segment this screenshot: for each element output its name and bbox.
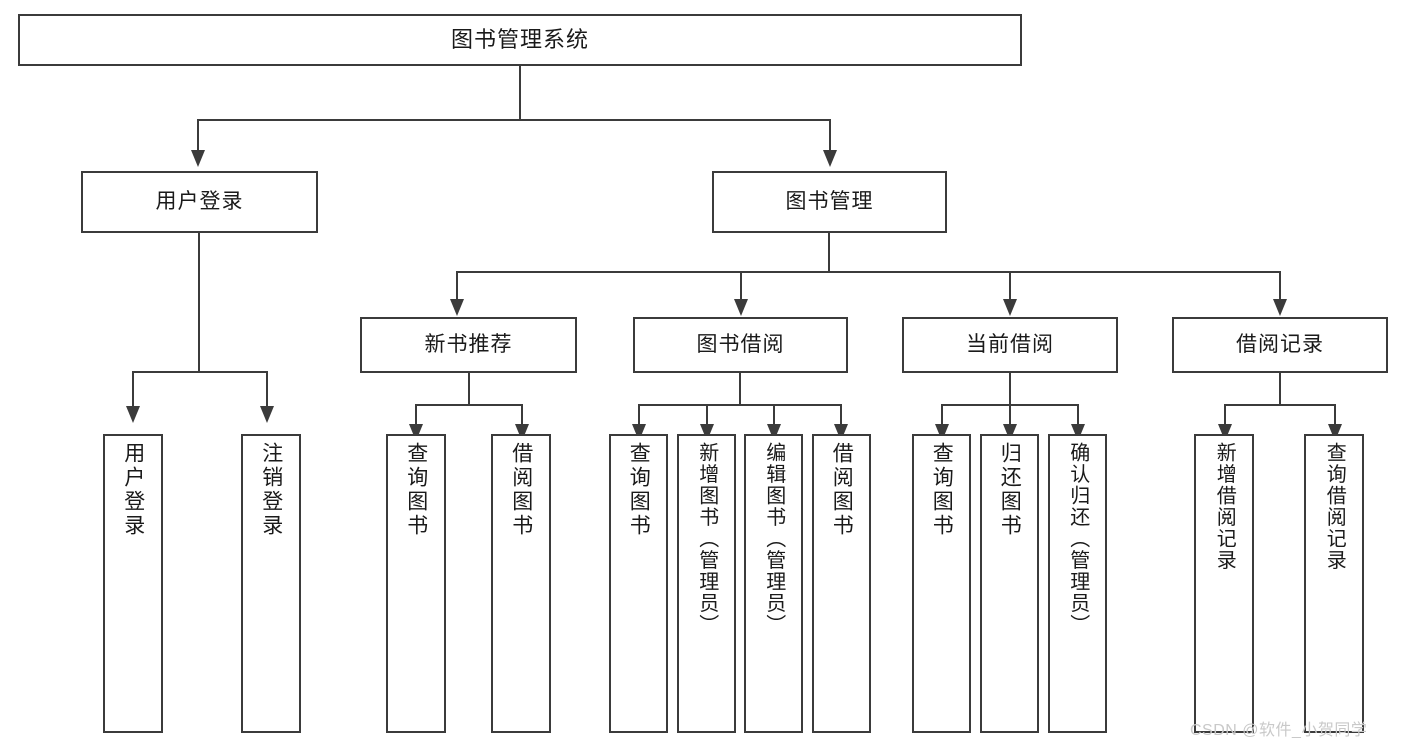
node-book-management[interactable]: 图书管理	[712, 171, 947, 233]
leaf-nbr-query-book[interactable]: 查询图书	[386, 434, 446, 733]
arrowhead-borrow-record	[1273, 299, 1287, 316]
arrowhead-current-borrow	[1003, 299, 1017, 316]
leaf-cb-query-book[interactable]: 查询图书	[912, 434, 971, 733]
node-label: 借阅图书	[830, 442, 854, 538]
leaf-bb-query-book[interactable]: 查询图书	[609, 434, 668, 733]
connector-user-login-drop-1	[132, 371, 134, 407]
connector-bm-drop-1	[456, 271, 458, 300]
connector-nbr-drop-1	[415, 404, 417, 426]
connector-bb-drop-1	[638, 404, 640, 426]
node-label: 新书推荐	[424, 332, 513, 356]
node-label: 归还图书	[998, 442, 1022, 538]
node-label: 查询图书	[627, 442, 651, 538]
node-label: 图书管理系统	[450, 27, 589, 53]
node-user-login[interactable]: 用户登录	[81, 171, 318, 233]
arrowhead-book-borrow	[734, 299, 748, 316]
node-label: 查询图书	[930, 442, 954, 538]
connector-bm-drop-3	[1009, 271, 1011, 300]
connector-br-drop-1	[1224, 404, 1226, 426]
connector-nbr-drop-2	[521, 404, 523, 426]
node-new-book-recommend[interactable]: 新书推荐	[360, 317, 577, 373]
node-label: 当前借阅	[966, 332, 1054, 356]
leaf-user-login[interactable]: 用户登录	[103, 434, 163, 733]
node-label: 借阅图书	[509, 442, 533, 538]
leaf-nbr-borrow-book[interactable]: 借阅图书	[491, 434, 551, 733]
leaf-bb-add-book-admin[interactable]: 新增图书（管理员）	[677, 434, 736, 733]
arrowhead-leaf-logout	[260, 406, 274, 423]
connector-root-stem	[519, 66, 521, 120]
connector-br-drop-2	[1334, 404, 1336, 426]
leaf-br-add-record[interactable]: 新增借阅记录	[1194, 434, 1254, 733]
connector-root-drop-book-management	[829, 119, 831, 151]
connector-cb-drop-3	[1077, 404, 1079, 426]
node-root-book-management-system[interactable]: 图书管理系统	[18, 14, 1022, 66]
connector-book-management-stem	[828, 233, 830, 272]
node-current-borrow[interactable]: 当前借阅	[902, 317, 1118, 373]
node-label: 确认归还（管理员）	[1066, 442, 1089, 636]
connector-bb-drop-3	[773, 404, 775, 426]
node-label: 新增图书（管理员）	[695, 442, 718, 636]
connector-bb-drop-4	[840, 404, 842, 426]
connector-user-login-stem	[198, 233, 200, 372]
node-label: 图书借阅	[696, 332, 785, 356]
node-label: 查询图书	[404, 442, 428, 538]
csdn-watermark: CSDN @软件_小贺同学	[1190, 722, 1368, 739]
arrowhead-leaf-user-login	[126, 406, 140, 423]
node-label: 新增借阅记录	[1213, 442, 1236, 571]
connector-root-bus	[197, 119, 831, 121]
connector-cb-stem	[1009, 373, 1011, 405]
connector-bb-bus	[638, 404, 842, 406]
connector-book-management-bus	[456, 271, 1280, 273]
node-label: 借阅记录	[1236, 332, 1324, 356]
connector-user-login-drop-2	[266, 371, 268, 407]
arrowhead-new-book-recommend	[450, 299, 464, 316]
connector-br-stem	[1279, 373, 1281, 405]
node-label: 查询借阅记录	[1323, 442, 1346, 571]
connector-bb-drop-2	[706, 404, 708, 426]
node-borrow-record[interactable]: 借阅记录	[1172, 317, 1388, 373]
node-label: 编辑图书（管理员）	[762, 442, 785, 636]
connector-root-drop-user-login	[197, 119, 199, 151]
leaf-bb-borrow-book[interactable]: 借阅图书	[812, 434, 871, 733]
connector-nbr-bus	[415, 404, 523, 406]
arrowhead-book-management	[823, 150, 837, 167]
connector-nbr-stem	[468, 373, 470, 405]
node-book-borrow[interactable]: 图书借阅	[633, 317, 848, 373]
node-label: 用户登录	[121, 442, 145, 538]
leaf-logout[interactable]: 注销登录	[241, 434, 301, 733]
leaf-cb-confirm-return-admin[interactable]: 确认归还（管理员）	[1048, 434, 1107, 733]
connector-cb-drop-2	[1009, 404, 1011, 426]
connector-cb-drop-1	[941, 404, 943, 426]
node-label: 用户登录	[155, 189, 244, 213]
leaf-cb-return-book[interactable]: 归还图书	[980, 434, 1039, 733]
connector-user-login-bus	[132, 371, 267, 373]
connector-br-bus	[1224, 404, 1336, 406]
connector-bm-drop-2	[740, 271, 742, 300]
connector-bm-drop-4	[1279, 271, 1281, 300]
leaf-bb-edit-book-admin[interactable]: 编辑图书（管理员）	[744, 434, 803, 733]
arrowhead-user-login	[191, 150, 205, 167]
leaf-br-query-record[interactable]: 查询借阅记录	[1304, 434, 1364, 733]
connector-bb-stem	[739, 373, 741, 405]
node-label: 注销登录	[259, 442, 283, 538]
node-label: 图书管理	[785, 189, 874, 213]
